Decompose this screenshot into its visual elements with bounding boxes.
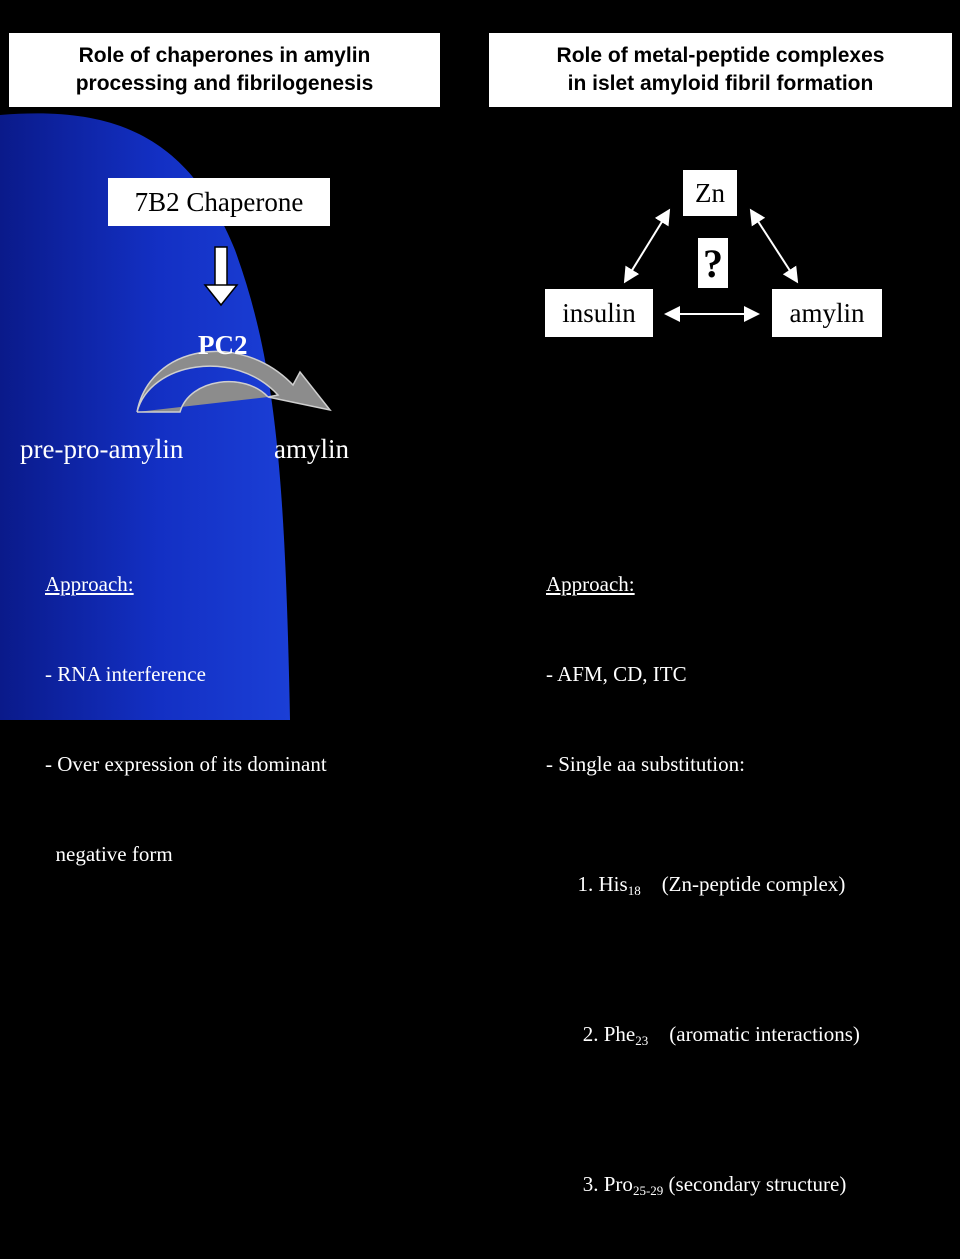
left-header: Role of chaperones in amylin processing … [8, 32, 441, 108]
pre-pro-amylin-label: pre-pro-amylin [20, 434, 184, 464]
down-arrow-icon [203, 246, 239, 307]
left-approach: Approach: - RNA interference - Over expr… [45, 509, 327, 899]
left-approach-line: - RNA interference [45, 662, 206, 686]
substitution-item-his: 1. His18 (Zn-peptide complex) [567, 872, 846, 898]
insulin-zn-arrow-icon [623, 208, 671, 284]
left-header-line1: Role of chaperones in amylin [78, 44, 371, 67]
right-header-line1: Role of metal-peptide complexes [556, 44, 885, 67]
substitution-item-pro: 3. Pro25-29 (secondary structure) [567, 1172, 847, 1198]
left-header-line2: processing and fibrilogenesis [75, 72, 374, 95]
substitution-item-phe: 2. Phe23 (aromatic interactions) [567, 1022, 860, 1048]
left-approach-title: Approach: [45, 572, 134, 596]
interaction-arrows [623, 208, 799, 322]
right-approach-line: - Single aa substitution: [546, 752, 745, 776]
right-approach-line: - AFM, CD, ITC [546, 662, 687, 686]
insulin-box: insulin [545, 289, 653, 337]
pc2-label: PC2 [198, 330, 248, 360]
amylin-box: amylin [772, 289, 882, 337]
left-approach-line: - Over expression of its dominant [45, 752, 327, 776]
left-approach-line: negative form [45, 842, 173, 866]
chaperone-box: 7B2 Chaperone [108, 178, 330, 226]
left-diagram-arrows [136, 246, 332, 413]
right-approach-title: Approach: [546, 572, 635, 596]
right-approach: Approach: - AFM, CD, ITC - Single aa sub… [546, 509, 860, 1259]
right-header-line2: in islet amyloid fibril formation [567, 72, 874, 95]
zn-box: Zn [683, 170, 737, 216]
amylin-product-label: amylin [274, 434, 349, 464]
question-mark: ? [698, 238, 728, 288]
right-header: Role of metal-peptide complexes in islet… [488, 32, 953, 108]
zn-amylin-arrow-icon [749, 208, 799, 284]
curved-arrow-icon [136, 350, 332, 413]
